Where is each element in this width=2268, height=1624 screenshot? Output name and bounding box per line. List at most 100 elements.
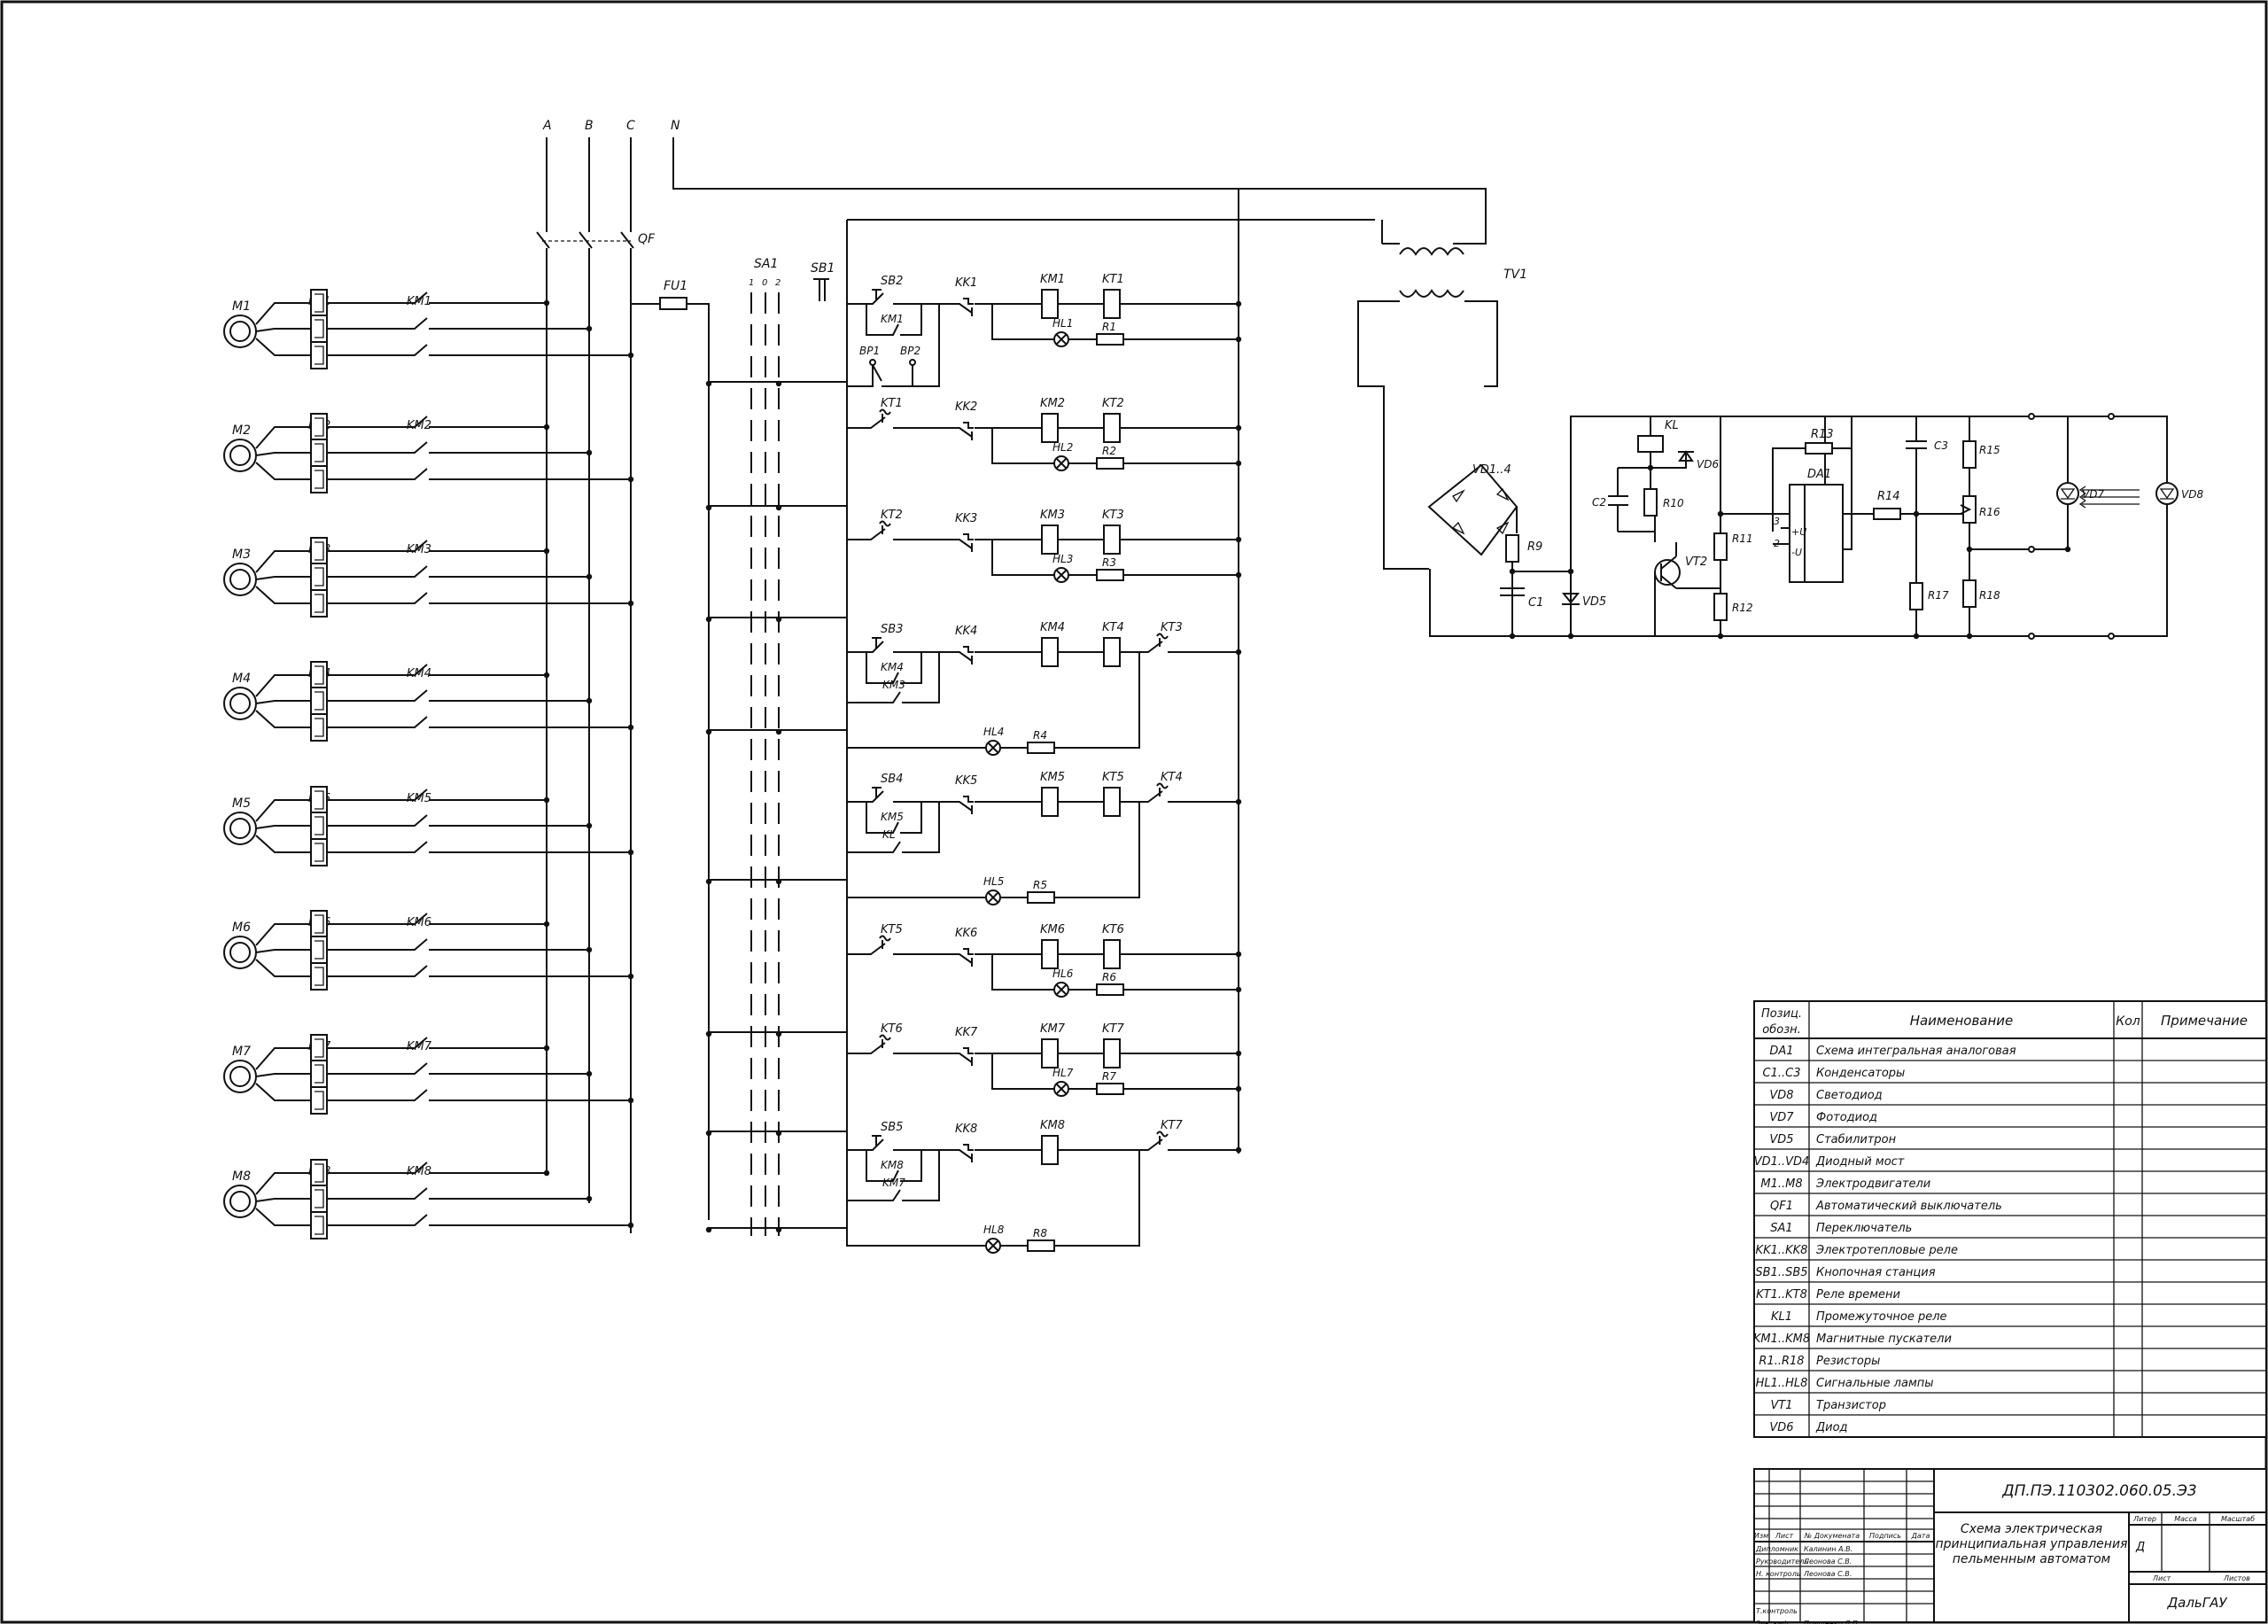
resistor-r15-label: R15 bbox=[1979, 444, 2000, 456]
lamp-resistor bbox=[1096, 1083, 1124, 1095]
sensor-bp1-terminal bbox=[869, 359, 876, 366]
resistor-r17-label: R17 bbox=[1928, 589, 1949, 602]
bridge-outline bbox=[1427, 463, 1518, 556]
wire bbox=[1054, 652, 1140, 749]
junction-dot bbox=[586, 1195, 593, 1202]
timer-contact-label: KT6 bbox=[881, 1022, 903, 1036]
thermal-element-inner bbox=[315, 790, 324, 810]
motor-lead bbox=[255, 328, 311, 332]
power-contact bbox=[327, 1037, 547, 1049]
junction-dot bbox=[1235, 649, 1242, 656]
timer-contact-label: KT4 bbox=[1161, 771, 1183, 784]
spec-cell-name: Автоматический выключатель bbox=[1815, 1200, 2002, 1213]
thermal-contact-label: KK7 bbox=[955, 1026, 978, 1039]
spec-cell-name: Диодный мост bbox=[1815, 1155, 1905, 1169]
sensor-bp2-terminal bbox=[909, 359, 916, 366]
junction-dot bbox=[1235, 1146, 1242, 1154]
wire bbox=[905, 1150, 940, 1201]
contactor-label: KM7 bbox=[407, 1040, 432, 1053]
motor-lead bbox=[255, 550, 311, 573]
spec-header-qty: Кол bbox=[2116, 1014, 2140, 1029]
thermal-element-inner bbox=[315, 843, 324, 862]
motor-label: M5 bbox=[232, 796, 251, 811]
motor-lead bbox=[255, 1083, 311, 1101]
wire bbox=[1054, 1150, 1140, 1247]
thermal-contact-label: KK3 bbox=[955, 512, 977, 525]
timer-contact bbox=[864, 408, 891, 429]
motor-inner-ring bbox=[229, 693, 251, 714]
spec-cell-designation: HL1..HL8 bbox=[1756, 1377, 1808, 1390]
diode-vd6 bbox=[1678, 450, 1694, 462]
signal-lamp-label: HL2 bbox=[1052, 441, 1073, 454]
signal-lamp bbox=[1053, 455, 1069, 471]
junction-dot bbox=[627, 476, 634, 483]
start-button-label: SB5 bbox=[881, 1121, 903, 1134]
spec-cell-name: Конденсаторы bbox=[1816, 1067, 1905, 1080]
junction-dot bbox=[1913, 510, 1920, 517]
thermal-contact bbox=[952, 1047, 974, 1066]
switch-sa1: SA1 1 0 2 bbox=[749, 257, 781, 1236]
aux-contact bbox=[886, 691, 905, 703]
power-contact bbox=[327, 441, 589, 454]
timer-coil-label: KT3 bbox=[1102, 509, 1124, 522]
signal-lamp bbox=[985, 740, 1001, 756]
title-person-name: Леонова С.В. bbox=[1803, 1570, 1852, 1578]
thermal-contact bbox=[952, 533, 974, 552]
lamp-branch bbox=[991, 954, 1054, 991]
thermal-element-inner bbox=[315, 1216, 324, 1235]
title-doc-code: ДП.ПЭ.110302.060.05.Э3 bbox=[2001, 1482, 2196, 1500]
motor-label: M3 bbox=[232, 548, 251, 562]
contactor-coil-label: KM3 bbox=[1040, 509, 1065, 522]
timer-coil-label: KT4 bbox=[1102, 621, 1124, 634]
thermal-element-inner bbox=[315, 567, 324, 587]
junction-dot bbox=[1647, 464, 1654, 471]
thermal-element-inner bbox=[315, 691, 324, 711]
motor-lead bbox=[255, 710, 311, 728]
transistor-vt2-label: VT2 bbox=[1685, 556, 1707, 569]
hold-contact-label: KM8 bbox=[881, 1159, 904, 1171]
spec-cell-name: Кнопочная станция bbox=[1816, 1266, 1936, 1279]
wire bbox=[1054, 802, 1140, 898]
spec-cell-name: Схема интегральная аналоговая bbox=[1816, 1045, 2016, 1058]
motor-lead bbox=[255, 949, 311, 953]
timer-coil bbox=[1103, 413, 1121, 443]
zener-vd5 bbox=[1561, 593, 1581, 605]
lamp-cross bbox=[987, 1239, 999, 1252]
thermal-contact-label: KK2 bbox=[955, 400, 977, 414]
lamp-resistor bbox=[1027, 1239, 1055, 1252]
lamp-resistor-label: R6 bbox=[1102, 971, 1116, 983]
spec-cell-name: Диод bbox=[1815, 1421, 1848, 1434]
thermal-element-inner bbox=[315, 967, 324, 986]
thermal-element-inner bbox=[315, 1163, 324, 1183]
spec-cell-designation: QF1 bbox=[1770, 1200, 1793, 1213]
power-contact bbox=[327, 716, 631, 728]
timer-coil-label: KT5 bbox=[1102, 771, 1124, 784]
stop-button-sb1: SB1 bbox=[811, 261, 835, 301]
contactor-coil bbox=[1041, 413, 1059, 443]
lamp-resistor bbox=[1096, 457, 1124, 470]
lamp-branch bbox=[991, 540, 1054, 576]
switch-sa1-label: SA1 bbox=[754, 257, 778, 271]
thermal-element-inner bbox=[315, 594, 324, 613]
junction-dot bbox=[775, 504, 782, 511]
junction-dot bbox=[627, 849, 634, 856]
junction-dot bbox=[586, 573, 593, 580]
thermal-element-inner bbox=[315, 665, 324, 685]
timer-coil bbox=[1103, 637, 1121, 667]
contactor-coil bbox=[1041, 637, 1059, 667]
power-contact bbox=[327, 938, 589, 951]
title-col-header: Дата bbox=[1911, 1532, 1930, 1540]
contactor-label: KM5 bbox=[407, 792, 431, 805]
capacitor-c1 bbox=[1500, 562, 1525, 636]
thermal-contact bbox=[952, 298, 974, 316]
contactor-label: KM6 bbox=[407, 916, 431, 929]
motor-label: M1 bbox=[232, 299, 251, 314]
signal-lamp bbox=[1053, 331, 1069, 347]
timer-coil-label: KT1 bbox=[1102, 273, 1124, 286]
aux-contact bbox=[886, 841, 905, 853]
junction-dot bbox=[1235, 986, 1242, 993]
